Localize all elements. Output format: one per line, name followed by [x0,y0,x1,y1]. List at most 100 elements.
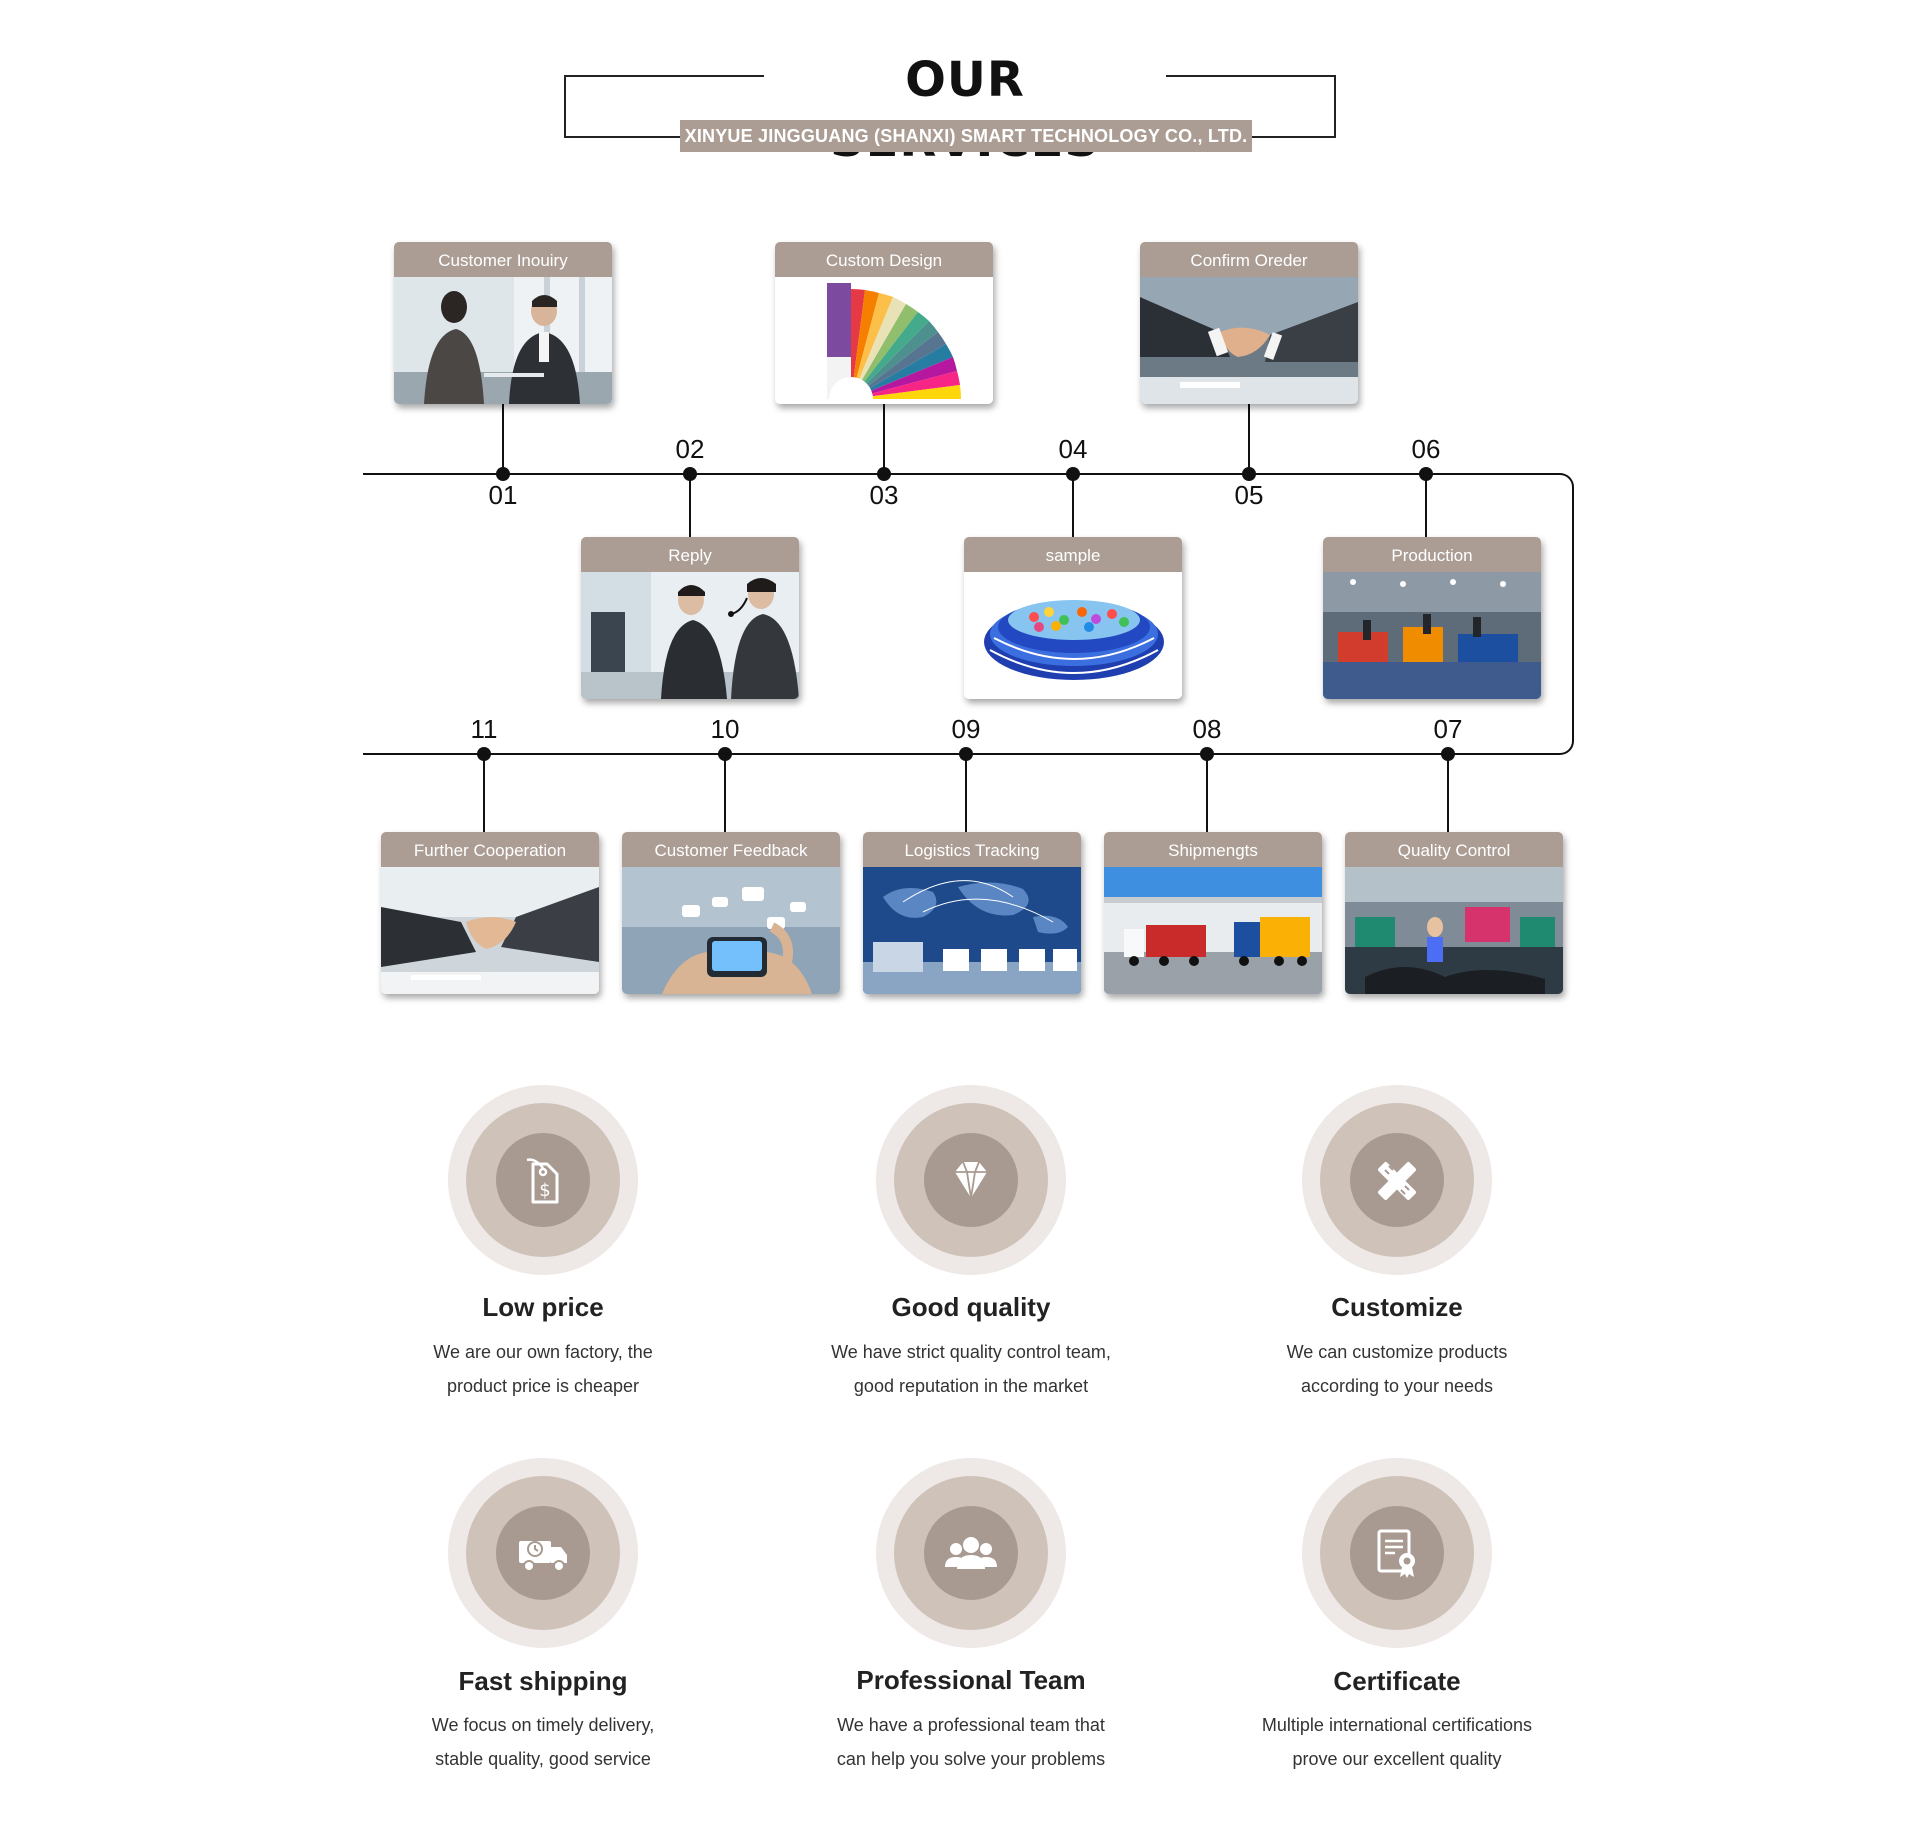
step-card-label: Reply [581,537,799,572]
step-number-01: 01 [488,480,518,510]
good-quality-badge [876,1085,1066,1275]
timeline-row-1-line [363,473,1551,475]
timeline-dot-03 [877,467,891,481]
step-number-05: 05 [1234,480,1264,510]
feature-desc-line: can help you solve your problems [836,1749,1106,1769]
connector-11 [483,754,485,832]
step-card-label: Production [1323,537,1541,572]
inspection-workshop-photo [1345,867,1563,994]
timeline-dot-01 [496,467,510,481]
connector-03 [883,404,885,474]
certificate-icon [1350,1506,1444,1600]
step-number-03: 03 [869,480,899,510]
step-card-label: Customer Feedback [622,832,840,867]
step-number-10: 10 [710,714,740,744]
connector-02 [689,474,691,538]
title-rule-left [564,75,764,77]
inflatable-pool-photo [964,572,1182,699]
step-number-08: 08 [1192,714,1222,744]
connector-06 [1425,474,1427,538]
timeline-dot-05 [1242,467,1256,481]
handshake-suits-photo [381,867,599,994]
factory-floor-photo [1323,572,1541,699]
customize-badge [1302,1085,1492,1275]
team-icon [924,1506,1018,1600]
feature-desc-line: good reputation in the market [853,1376,1089,1396]
pencil-ruler-icon [1350,1133,1444,1227]
feature-title: Low price [482,1292,604,1322]
phone-chat-bubbles-photo [622,867,840,994]
step-card-customer-inquiry: Customer Inouiry [394,242,612,404]
connector-10 [724,754,726,832]
timeline-dot-08 [1200,747,1214,761]
feature-desc-line: stable quality, good service [435,1749,651,1769]
certificate-badge [1302,1458,1492,1648]
timeline-row-2-line [363,753,1551,755]
step-card-label: Custom Design [775,242,993,277]
feature-title: Certificate [1333,1666,1461,1696]
step-card-custom-design: Custom Design [775,242,993,404]
connector-08 [1206,754,1208,832]
connector-01 [502,404,504,474]
timeline-dot-11 [477,747,491,761]
page-title: OUR SERVICES [764,50,1166,170]
feature-desc-line: according to your needs [1300,1376,1494,1396]
color-swatch-guide-photo [775,277,993,404]
timeline-dot-02 [683,467,697,481]
timeline-dot-04 [1066,467,1080,481]
feature-desc-line: We have a professional team that [837,1715,1105,1735]
step-card-further-cooperation: Further Cooperation [381,832,599,994]
feature-title: Professional Team [856,1665,1086,1695]
timeline-dot-06 [1419,467,1433,481]
step-card-reply: Reply [581,537,799,699]
step-number-04: 04 [1058,434,1088,464]
step-card-quality-control: Quality Control [1345,832,1563,994]
handshake-photo [1140,277,1358,404]
connector-04 [1072,474,1074,538]
title-rule-right [1166,75,1336,77]
diamond-icon [924,1133,1018,1227]
low-price-badge: $ [448,1085,638,1275]
feature-title: Customize [1331,1292,1463,1322]
professional-team-badge [876,1458,1066,1648]
call-center-photo [581,572,799,699]
feature-desc-line: We can customize products [1286,1342,1508,1362]
step-card-label: Shipmengts [1104,832,1322,867]
timeline-dot-09 [959,747,973,761]
step-card-label: Customer Inouiry [394,242,612,277]
company-name-banner: XINYUE JINGGUANG (SHANXI) SMART TECHNOLO… [680,120,1252,152]
world-map-trucks-photo [863,867,1081,994]
step-number-02: 02 [675,434,705,464]
step-card-logistics-tracking: Logistics Tracking [863,832,1081,994]
feature-desc-line: We have strict quality control team, [831,1342,1111,1362]
step-number-06: 06 [1411,434,1441,464]
step-card-label: Quality Control [1345,832,1563,867]
step-card-label: sample [964,537,1182,572]
step-card-confirm-order: Confirm Oreder [1140,242,1358,404]
connector-07 [1447,754,1449,832]
step-card-shipments: Shipmengts [1104,832,1322,994]
step-number-11: 11 [470,714,498,744]
step-card-production: Production [1323,537,1541,699]
step-number-09: 09 [951,714,981,744]
business-meeting-photo [394,277,612,404]
connector-05 [1248,404,1250,474]
connector-09 [965,754,967,832]
feature-desc-line: prove our excellent quality [1292,1749,1502,1769]
step-card-label: Confirm Oreder [1140,242,1358,277]
trucks-warehouse-photo [1104,867,1322,994]
step-number-07: 07 [1433,714,1463,744]
timeline-dot-07 [1441,747,1455,761]
price-tag-icon: $ [496,1133,590,1227]
timeline-turn-connector [1550,473,1574,755]
timeline-dot-10 [718,747,732,761]
feature-desc-line: We are our own factory, the [433,1342,653,1362]
delivery-truck-icon [496,1506,590,1600]
step-card-label: Logistics Tracking [863,832,1081,867]
step-card-label: Further Cooperation [381,832,599,867]
fast-shipping-badge [448,1458,638,1648]
feature-title: Fast shipping [458,1666,628,1696]
svg-text:$: $ [539,1180,550,1201]
feature-desc-line: Multiple international certifications [1261,1715,1533,1735]
